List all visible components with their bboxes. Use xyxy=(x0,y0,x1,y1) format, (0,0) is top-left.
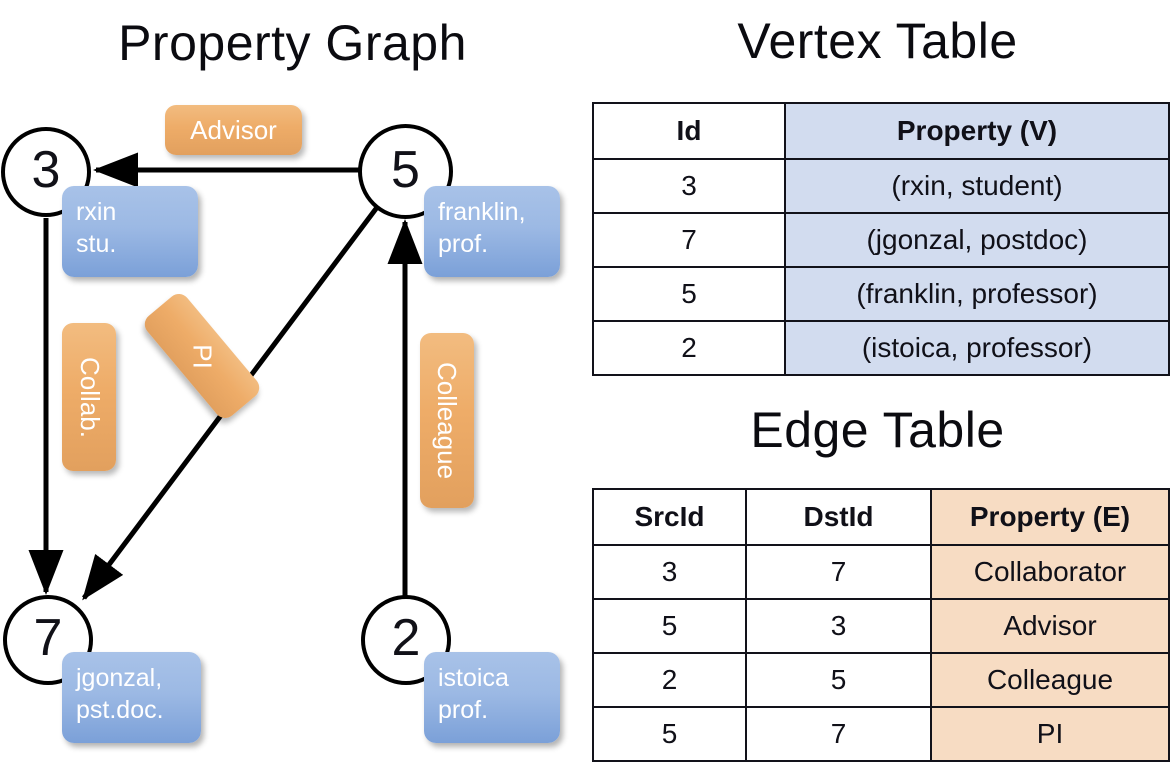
graph-node-2[interactable]: 2 xyxy=(361,595,451,685)
property-graph-panel: Property Graph Advisor Collab. PI Collea… xyxy=(0,0,585,760)
edge-label-advisor: Advisor xyxy=(165,105,302,155)
edge-label-colleague: Colleague xyxy=(420,333,474,508)
table-row[interactable]: 5 (franklin, professor) xyxy=(592,266,1170,322)
edge-label-collab-text: Collab. xyxy=(74,356,105,438)
graph-node-5-id: 5 xyxy=(391,140,420,199)
vertex-cell-property: (rxin, student) xyxy=(784,158,1170,214)
graph-node-5[interactable]: 5 xyxy=(358,124,453,219)
edge-table: SrcId DstId Property (E) 3 7 Collaborato… xyxy=(592,488,1170,762)
vertex-cell-property: (franklin, professor) xyxy=(784,266,1170,322)
edge-table-col-property: Property (E) xyxy=(930,488,1170,546)
edge-table-header-row: SrcId DstId Property (E) xyxy=(592,488,1170,546)
edge-label-pi-text: PI xyxy=(187,343,218,369)
table-row[interactable]: 7 (jgonzal, postdoc) xyxy=(592,212,1170,268)
edge-label-collab: Collab. xyxy=(62,323,116,471)
graph-node-3-id: 3 xyxy=(31,141,61,199)
edge-cell-srcid: 3 xyxy=(592,544,747,600)
vertex-table-header-row: Id Property (V) xyxy=(592,102,1170,160)
graph-node-7-id: 7 xyxy=(33,609,63,667)
vertex-table-col-property: Property (V) xyxy=(784,102,1170,160)
edge-cell-dstid: 3 xyxy=(745,598,932,654)
table-row[interactable]: 3 7 Collaborator xyxy=(592,544,1170,600)
edge-cell-property: Colleague xyxy=(930,652,1170,708)
edge-cell-dstid: 7 xyxy=(745,706,932,762)
edge-table-col-dstid: DstId xyxy=(745,488,932,546)
edge-label-advisor-text: Advisor xyxy=(190,114,277,145)
table-row[interactable]: 2 5 Colleague xyxy=(592,652,1170,708)
page-title-edge-table: Edge Table xyxy=(750,402,1005,458)
edge-cell-property: Advisor xyxy=(930,598,1170,654)
edge-cell-srcid: 5 xyxy=(592,706,747,762)
edge-cell-srcid: 2 xyxy=(592,652,747,708)
edge-label-colleague-text: Colleague xyxy=(432,361,463,480)
graph-node-2-property: istoica prof. xyxy=(424,652,560,743)
vertex-cell-id: 7 xyxy=(592,212,786,268)
table-row[interactable]: 3 (rxin, student) xyxy=(592,158,1170,214)
graph-node-2-id: 2 xyxy=(391,609,421,667)
edge-cell-dstid: 7 xyxy=(745,544,932,600)
page-title-property-graph: Property Graph xyxy=(118,15,467,71)
graph-node-7-property: jgonzal, pst.doc. xyxy=(62,652,201,743)
vertex-table: Id Property (V) 3 (rxin, student) 7 (jgo… xyxy=(592,102,1170,376)
edge-cell-property: PI xyxy=(930,706,1170,762)
table-row[interactable]: 5 7 PI xyxy=(592,706,1170,762)
graph-node-5-property: franklin, prof. xyxy=(424,186,560,277)
edge-cell-srcid: 5 xyxy=(592,598,747,654)
vertex-cell-id: 2 xyxy=(592,320,786,376)
edge-table-col-srcid: SrcId xyxy=(592,488,747,546)
vertex-table-col-id: Id xyxy=(592,102,786,160)
graph-node-3-property: rxin stu. xyxy=(62,186,198,277)
edge-cell-property: Collaborator xyxy=(930,544,1170,600)
table-row[interactable]: 2 (istoica, professor) xyxy=(592,320,1170,376)
vertex-cell-property: (istoica, professor) xyxy=(784,320,1170,376)
vertex-cell-id: 3 xyxy=(592,158,786,214)
table-row[interactable]: 5 3 Advisor xyxy=(592,598,1170,654)
edge-cell-dstid: 5 xyxy=(745,652,932,708)
page-title-vertex-table: Vertex Table xyxy=(737,13,1018,69)
vertex-cell-id: 5 xyxy=(592,266,786,322)
vertex-cell-property: (jgonzal, postdoc) xyxy=(784,212,1170,268)
